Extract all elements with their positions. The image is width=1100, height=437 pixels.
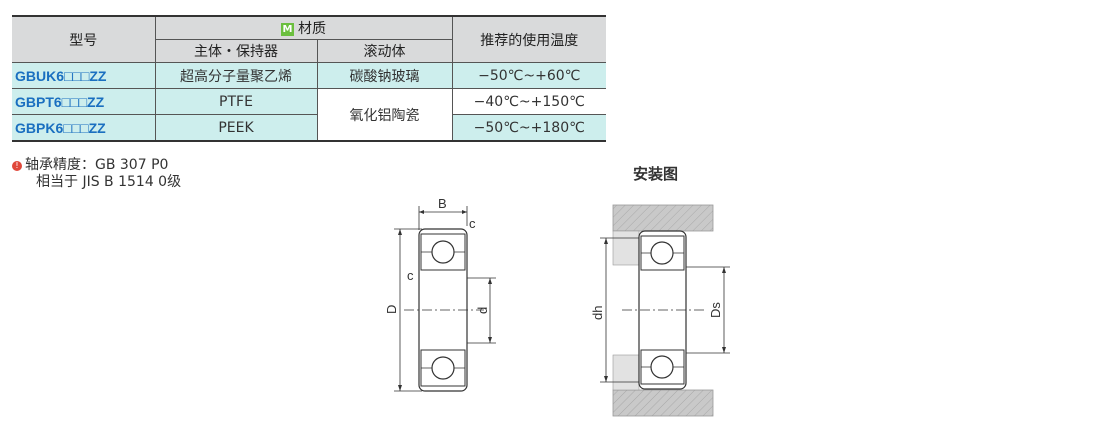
dim-Ds-label: Ds (708, 302, 723, 318)
warning-icon: ! (12, 161, 22, 171)
body-cell: 超高分子量聚乙烯 (154, 62, 318, 89)
temp-cell: −40℃~+150℃ (451, 88, 606, 115)
installation-diagram: dh Ds (590, 204, 730, 417)
spec-table: 型号 M 材质 推荐的使用温度 主体・保持器 滚动体 GBUK6□□□ZZ 超高分… (12, 15, 606, 142)
note-line-1: 轴承精度：GB 307 P0 (25, 157, 169, 173)
dim-c-top-label: c (469, 216, 476, 231)
header-material-label: 材质 (298, 21, 326, 37)
bearing-diagrams: B c c D d (384, 196, 730, 417)
temp-cell: −50℃~+60℃ (451, 62, 606, 89)
header-body-retainer: 主体・保持器 (155, 39, 318, 63)
model-cell[interactable]: GBPT6□□□ZZ (12, 88, 156, 115)
rolling-cell: 氧化铝陶瓷 (316, 88, 453, 142)
rolling-cell: 碳酸钠玻璃 (316, 62, 453, 89)
header-model: 型号 (12, 15, 156, 63)
model-cell[interactable]: GBPK6□□□ZZ (12, 114, 156, 142)
bearing-section-diagram: B c c D d (384, 196, 496, 392)
header-rolling-element: 滚动体 (316, 39, 452, 63)
body-cell: PEEK (154, 114, 318, 142)
dim-c-side-label: c (407, 268, 414, 283)
install-title: 安装图 (633, 165, 679, 183)
header-material: M 材质 (154, 15, 453, 40)
temp-cell: −50℃~+180℃ (451, 114, 606, 142)
header-temperature: 推荐的使用温度 (451, 15, 606, 63)
dim-B-label: B (438, 196, 447, 211)
note-line-2: 相当于 JIS B 1514 0级 (36, 174, 182, 190)
dim-D-label: D (384, 305, 399, 314)
table-row: GBPT6□□□ZZ PTFE 氧化铝陶瓷 −40℃~+150℃ (12, 88, 606, 142)
model-cell[interactable]: GBUK6□□□ZZ (12, 62, 156, 89)
table-row: GBPK6□□□ZZ PEEK −50℃~+180℃ (12, 114, 606, 142)
table-row: GBUK6□□□ZZ 超高分子量聚乙烯 碳酸钠玻璃 −50℃~+60℃ (12, 62, 606, 89)
body-cell: PTFE (154, 88, 318, 115)
dim-dh-label: dh (590, 306, 605, 320)
accuracy-note: !轴承精度：GB 307 P0 相当于 JIS B 1514 0级 (12, 157, 181, 191)
material-badge-icon: M (281, 23, 294, 36)
